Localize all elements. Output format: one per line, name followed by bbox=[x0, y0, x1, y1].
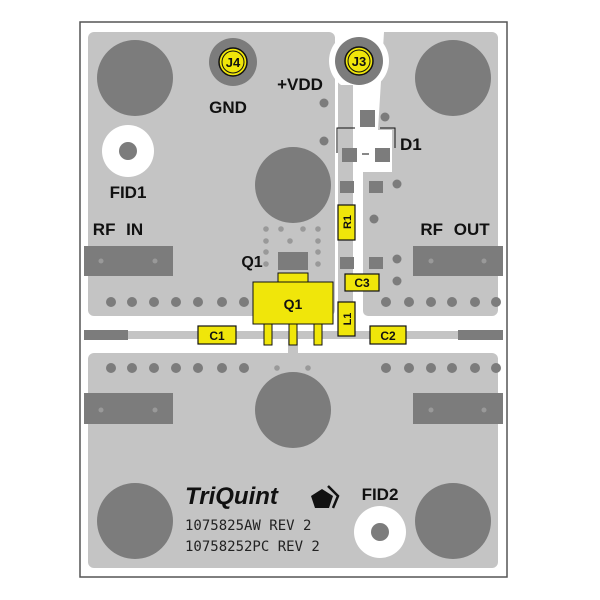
via bbox=[426, 297, 436, 307]
j3-ref: J3 bbox=[352, 54, 366, 69]
rf-in-label: RF IN bbox=[93, 220, 143, 239]
vdd-label: +VDD bbox=[277, 75, 323, 94]
gnd-label: GND bbox=[209, 98, 247, 117]
via bbox=[315, 261, 321, 267]
rf-out-edge-pad bbox=[458, 330, 503, 340]
via bbox=[315, 226, 321, 232]
inductor-l1[interactable]: L1 bbox=[337, 301, 356, 337]
via bbox=[263, 226, 269, 232]
mounting-hole bbox=[255, 147, 331, 223]
q1-silk-label: Q1 bbox=[241, 254, 262, 271]
ground-pad-left bbox=[84, 393, 173, 424]
via bbox=[239, 363, 249, 373]
via bbox=[217, 363, 227, 373]
capacitor-c3[interactable]: C3 bbox=[344, 273, 380, 292]
diode-d1[interactable] bbox=[336, 110, 396, 162]
via bbox=[217, 297, 227, 307]
via bbox=[381, 297, 391, 307]
via bbox=[171, 363, 181, 373]
rf-in-pad bbox=[84, 246, 173, 276]
mounting-hole bbox=[97, 40, 173, 116]
via bbox=[305, 365, 311, 371]
via bbox=[106, 297, 116, 307]
via bbox=[404, 297, 414, 307]
via bbox=[300, 226, 306, 232]
j4-ref: J4 bbox=[226, 55, 241, 70]
r1-ref: R1 bbox=[342, 215, 354, 229]
mounting-hole bbox=[97, 483, 173, 559]
mounting-hole bbox=[415, 40, 491, 116]
resistor-r1[interactable]: R1 bbox=[337, 204, 356, 241]
connector-j3[interactable]: J3 bbox=[329, 31, 389, 91]
triquint-logo: TriQuint bbox=[185, 483, 279, 510]
q1-ref: Q1 bbox=[284, 296, 303, 312]
fid2-label: FID2 bbox=[362, 485, 399, 504]
via bbox=[127, 363, 137, 373]
via bbox=[447, 297, 457, 307]
via bbox=[470, 363, 480, 373]
via bbox=[491, 297, 501, 307]
via bbox=[193, 297, 203, 307]
rf-out-pad bbox=[413, 246, 503, 276]
via bbox=[149, 297, 159, 307]
via bbox=[278, 226, 284, 232]
fiducial-1 bbox=[102, 125, 154, 177]
fiducial-2 bbox=[354, 506, 406, 558]
d1-label: D1 bbox=[400, 135, 422, 154]
via bbox=[404, 363, 414, 373]
ground-bridge bbox=[288, 339, 298, 355]
mounting-hole bbox=[255, 372, 331, 448]
transistor-q1[interactable]: Q1 bbox=[252, 272, 334, 346]
c2-ref: C2 bbox=[380, 329, 396, 343]
via bbox=[263, 261, 269, 267]
mounting-hole bbox=[415, 483, 491, 559]
via bbox=[127, 297, 137, 307]
via bbox=[193, 363, 203, 373]
via bbox=[263, 238, 269, 244]
via bbox=[447, 363, 457, 373]
via bbox=[426, 363, 436, 373]
c3-ref: C3 bbox=[354, 276, 370, 290]
via bbox=[263, 249, 269, 255]
via bbox=[315, 249, 321, 255]
q1-thermal-vias bbox=[263, 226, 321, 371]
via bbox=[470, 297, 480, 307]
via bbox=[149, 363, 159, 373]
vdd-trace-top bbox=[338, 85, 353, 105]
via bbox=[171, 297, 181, 307]
via bbox=[106, 363, 116, 373]
via bbox=[274, 365, 280, 371]
rf-out-label: RF OUT bbox=[420, 220, 490, 239]
via-array bbox=[106, 297, 501, 373]
via bbox=[287, 238, 293, 244]
ground-pad-right bbox=[413, 393, 503, 424]
l1-ref: L1 bbox=[342, 313, 354, 326]
c1-ref: C1 bbox=[209, 329, 225, 343]
via bbox=[239, 297, 249, 307]
smd-pads bbox=[278, 98, 402, 286]
triquint-logo-icon bbox=[311, 485, 340, 509]
rf-in-edge-pad bbox=[84, 330, 128, 340]
part-number-1: 1075825AW REV 2 bbox=[185, 518, 311, 534]
connector-j4[interactable]: J4 bbox=[209, 38, 257, 86]
via bbox=[491, 363, 501, 373]
fid1-label: FID1 bbox=[110, 183, 147, 202]
part-number-2: 10758252PC REV 2 bbox=[185, 539, 320, 555]
capacitor-c2[interactable]: C2 bbox=[369, 325, 407, 345]
via bbox=[315, 238, 321, 244]
capacitor-c1[interactable]: C1 bbox=[197, 325, 237, 345]
via bbox=[381, 363, 391, 373]
